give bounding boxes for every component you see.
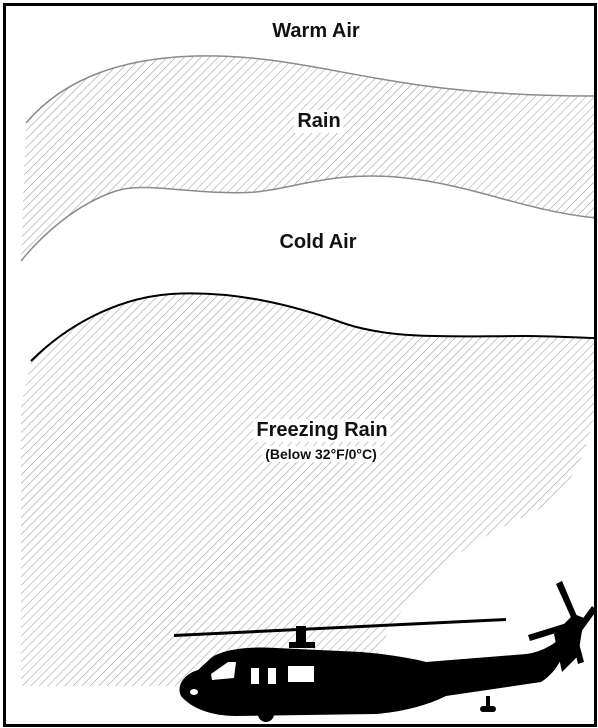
rain-label: Rain: [294, 110, 343, 133]
cold-air-label: Cold Air: [279, 231, 356, 254]
freezing-rain-region: [21, 293, 594, 686]
diagram-frame: Warm Air Rain Cold Air Freezing Rain (Be…: [3, 3, 597, 727]
warm-air-label: Warm Air: [272, 20, 359, 43]
freezing-rain-label: Freezing Rain: [253, 419, 390, 442]
freezing-rain-temperature-note: (Below 32°F/0°C): [262, 446, 380, 462]
